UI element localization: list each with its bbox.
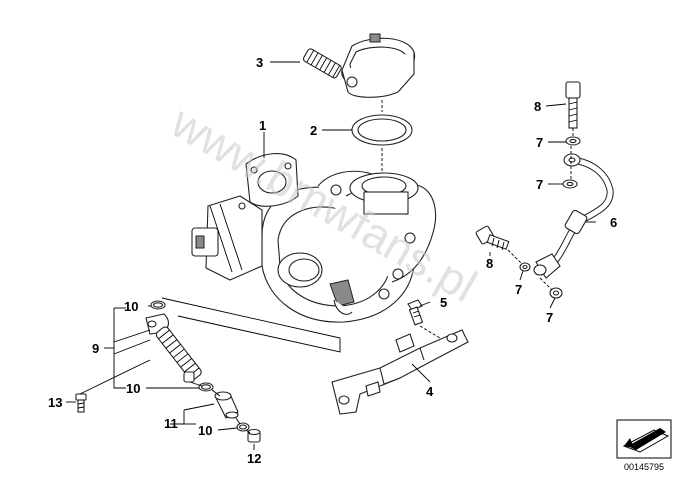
callout-10-c: 10 — [198, 423, 212, 438]
arrow-logo-icon — [616, 419, 672, 459]
washer-7a — [565, 136, 581, 146]
callout-7-c: 7 — [515, 282, 522, 297]
callout-labels: 3 2 1 5 4 8 7 7 6 8 7 7 10 9 10 13 11 10… — [48, 55, 617, 466]
washer-7c — [519, 262, 531, 272]
washer-7b — [562, 179, 578, 189]
screw-13 — [75, 393, 87, 413]
callout-7-d: 7 — [546, 310, 553, 325]
bolt-8-lower — [475, 225, 510, 251]
assembly-lines — [161, 100, 574, 434]
callout-13: 13 — [48, 395, 62, 410]
oil-return-hose — [145, 313, 202, 383]
callout-7-b: 7 — [536, 177, 543, 192]
callout-3: 3 — [256, 55, 263, 70]
callout-6: 6 — [610, 215, 617, 230]
o-ring-10b — [198, 382, 214, 392]
gasket-ring — [351, 114, 413, 146]
callout-8-lower: 8 — [486, 256, 493, 271]
oil-line — [533, 153, 614, 279]
callout-1: 1 — [259, 118, 266, 133]
plug-12 — [247, 428, 261, 443]
callout-2: 2 — [310, 123, 317, 138]
callout-12: 12 — [247, 451, 261, 466]
callout-5: 5 — [440, 295, 447, 310]
turbocharger — [191, 153, 437, 323]
leader-lines — [66, 61, 596, 450]
callout-4: 4 — [426, 384, 434, 399]
o-ring-10c — [236, 422, 250, 432]
v-band-clamp — [302, 33, 416, 98]
callout-9: 9 — [92, 341, 99, 356]
sleeve-11 — [214, 391, 239, 419]
o-ring-10a — [150, 300, 166, 310]
document-number: 00145795 — [624, 462, 664, 472]
support-bracket — [331, 329, 469, 415]
callout-7-a: 7 — [536, 135, 543, 150]
callout-8-upper: 8 — [534, 99, 541, 114]
washer-7d — [549, 287, 563, 299]
bolt-5 — [407, 299, 424, 326]
callout-10-a: 10 — [124, 299, 138, 314]
callout-11: 11 — [164, 416, 178, 431]
bolt-8-upper — [565, 81, 581, 129]
callout-10-b: 10 — [126, 381, 140, 396]
